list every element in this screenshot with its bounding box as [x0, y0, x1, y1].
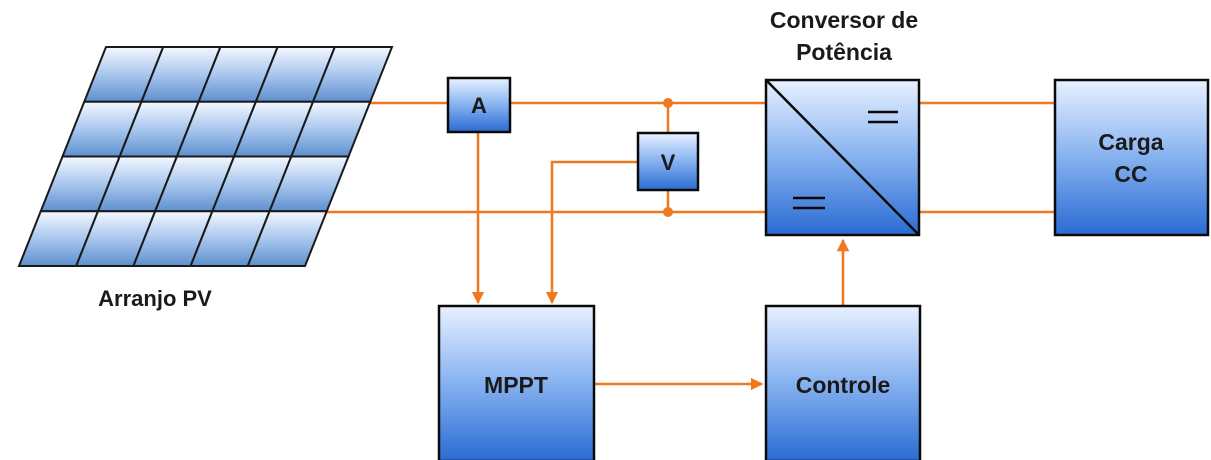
dc-input-symbol-icon	[793, 196, 825, 210]
wires	[316, 98, 1055, 391]
converter-label-line2: Potência	[796, 39, 892, 65]
junction-top	[663, 98, 673, 108]
ammeter-label: A	[471, 93, 487, 118]
wire-voltmeter-to-mppt	[545, 160, 638, 305]
junction-bottom	[663, 207, 673, 217]
pv-cell	[246, 210, 329, 267]
control-label: Controle	[796, 372, 891, 398]
mppt-box	[437, 304, 596, 460]
dc-load-box	[1053, 78, 1210, 237]
dc-output-symbol-icon	[868, 110, 898, 124]
voltmeter-label: V	[661, 150, 676, 175]
ammeter-box	[446, 76, 512, 134]
converter-label-line1: Conversor de	[770, 7, 918, 33]
pv-array-panel	[17, 46, 394, 267]
converter-diagonal	[765, 79, 920, 236]
load-label-line2: CC	[1114, 161, 1147, 187]
mppt-label: MPPT	[484, 372, 548, 398]
pv-array-label: Arranjo PV	[98, 286, 212, 311]
voltmeter-box	[636, 131, 700, 192]
control-box	[764, 304, 922, 460]
load-label-line1: Carga	[1098, 129, 1163, 155]
